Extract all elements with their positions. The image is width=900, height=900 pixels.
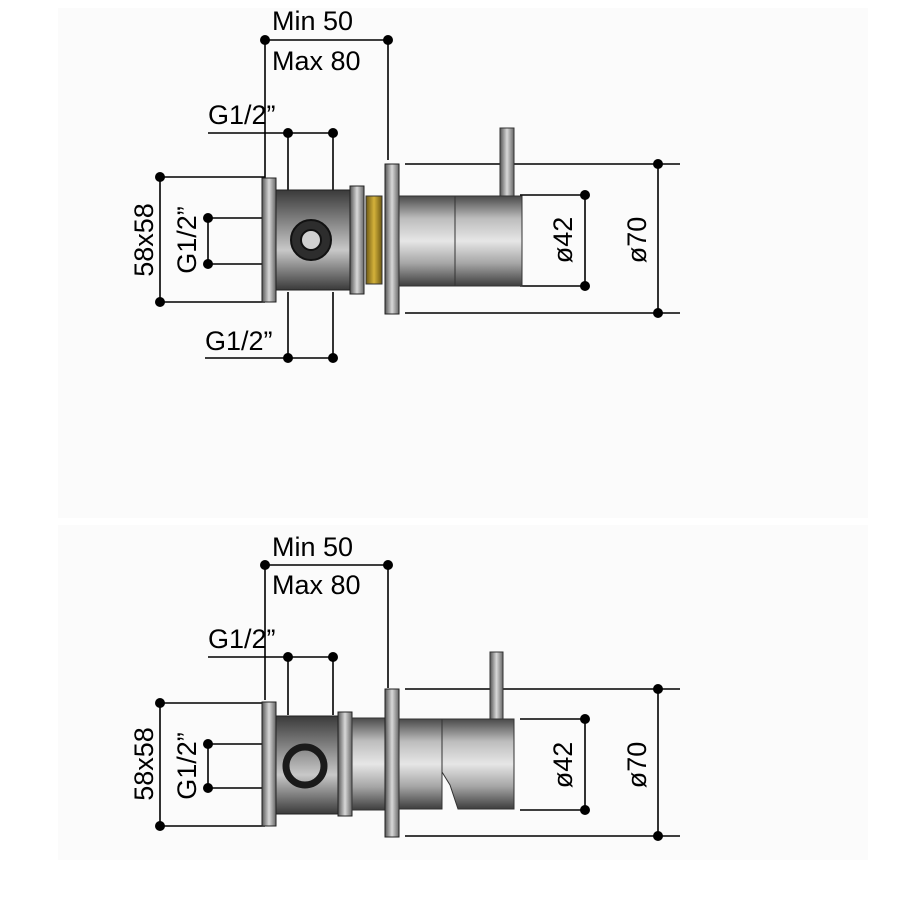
back-flange-2 — [261, 701, 277, 827]
depth-max-label: Max 80 — [272, 46, 361, 76]
depth-dimension-2: Min 50 Max 80 — [260, 532, 393, 700]
depth-max-label-2: Max 80 — [272, 570, 361, 600]
box-size-label: 58x58 — [129, 203, 159, 277]
inlet-top-label-2: G1/2” — [208, 624, 276, 654]
handle-diameter-dimension-2: ø42 — [520, 714, 590, 815]
depth-min-label: Min 50 — [272, 6, 353, 36]
bottom-panel-background — [58, 525, 868, 860]
plate-diameter-dimension: ø70 — [405, 159, 680, 318]
front-collar — [349, 185, 365, 295]
handle-knob — [454, 195, 523, 287]
side-port-label: G1/2” — [172, 206, 202, 274]
handle-diameter-label-2: ø42 — [548, 742, 578, 789]
inlet-top-dimension-2: G1/2” — [208, 624, 338, 715]
inlet-top-label: G1/2” — [208, 100, 276, 130]
bottom-view: Min 50 Max 80 G1/2” 58x58 — [129, 532, 680, 841]
plate-diameter-dimension-2: ø70 — [405, 684, 680, 841]
box-size-label-2: 58x58 — [129, 727, 159, 801]
lever-icon — [499, 127, 515, 197]
depth-min-label-2: Min 50 — [272, 532, 353, 562]
lever-icon-2 — [489, 651, 504, 720]
handle-sleeve-2 — [398, 718, 443, 810]
spindle-2 — [351, 717, 386, 811]
inlet-bottom-label: G1/2” — [205, 326, 273, 356]
side-port-dimension-2: G1/2” — [172, 732, 300, 800]
wall-plate — [384, 163, 400, 315]
handle-sleeve — [398, 195, 456, 287]
box-size-dimension-2: 58x58 — [129, 698, 265, 831]
plate-diameter-label: ø70 — [622, 217, 652, 264]
side-port-icon-2 — [282, 743, 328, 789]
side-port-label-2: G1/2” — [172, 732, 202, 800]
depth-dimension: Min 50 Max 80 — [260, 6, 393, 180]
brass-ring — [365, 195, 383, 285]
handle-diameter-label: ø42 — [548, 217, 578, 264]
handle-knob-2 — [441, 718, 515, 810]
inlet-top-dimension: G1/2” — [208, 100, 338, 190]
handle-diameter-dimension: ø42 — [520, 190, 590, 291]
mixer-part-drawing-2 — [261, 651, 515, 838]
front-collar-2 — [337, 711, 353, 817]
inlet-bottom-dimension: G1/2” — [205, 292, 338, 363]
box-size-dimension: 58x58 — [129, 172, 265, 307]
wall-plate-2 — [384, 688, 400, 838]
mixer-part-drawing — [261, 127, 523, 315]
plate-diameter-label-2: ø70 — [622, 742, 652, 789]
top-view: Min 50 Max 80 G1/2” 58x58 — [129, 6, 680, 363]
back-flange — [261, 177, 277, 303]
